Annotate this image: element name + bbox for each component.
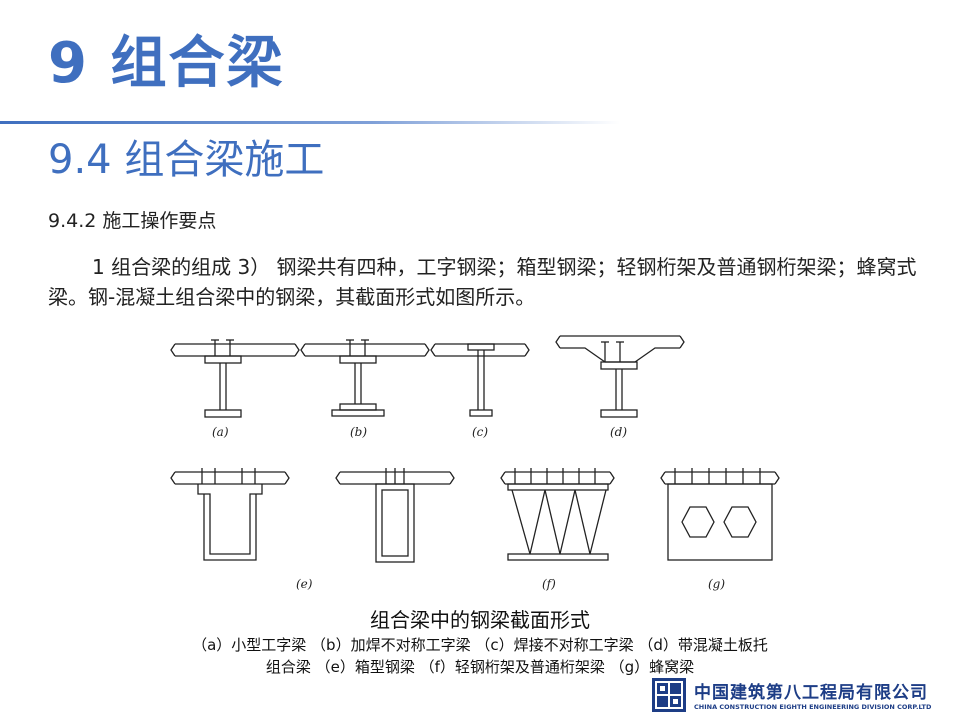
slide-title: 9 组合梁 bbox=[48, 31, 285, 96]
figure-label-e: (e) bbox=[296, 577, 313, 591]
company-logo: 中国建筑第八工程局有限公司 CHINA CONSTRUCTION EIGHTH … bbox=[652, 678, 952, 716]
beam-section-drawing: (a) (b) (c) (d) (e) (f) (g) bbox=[170, 335, 780, 591]
section-d-drawing bbox=[555, 335, 685, 418]
figure-label-d: (d) bbox=[610, 425, 627, 439]
figure-label-f: (f) bbox=[542, 577, 556, 591]
beam-section-figure: (a) (b) (c) (d) (e) (f) (g) bbox=[160, 322, 800, 600]
body-paragraph: 1 组合梁的组成 3） 钢梁共有四种，工字钢梁；箱型钢梁；轻钢桁架及普通钢桁架梁… bbox=[48, 252, 918, 312]
section-g-drawing bbox=[660, 468, 780, 561]
subsection-heading: 9.4.2 施工操作要点 bbox=[48, 210, 217, 232]
section-e-drawing bbox=[170, 468, 290, 561]
figure-label-b: (b) bbox=[350, 425, 367, 439]
body-paragraph-text: 1 组合梁的组成 3） 钢梁共有四种，工字钢梁；箱型钢梁；轻钢桁架及普通钢桁架梁… bbox=[48, 255, 917, 309]
cscec-logo-icon bbox=[652, 678, 686, 712]
figure-label-a: (a) bbox=[212, 425, 229, 439]
figure-label-c: (c) bbox=[472, 425, 488, 439]
section-title: 9.4 组合梁施工 bbox=[48, 137, 325, 183]
figure-label-g: (g) bbox=[708, 577, 725, 591]
section-c-drawing bbox=[430, 343, 530, 417]
figure-caption-line-2: 组合梁 （e）箱型钢梁 （f）轻钢桁架及普通桁架梁 （g）蜂窝梁 bbox=[265, 658, 695, 676]
section-e2-drawing bbox=[335, 468, 455, 563]
company-name-en: CHINA CONSTRUCTION EIGHTH ENGINEERING DI… bbox=[694, 703, 932, 711]
section-f-drawing bbox=[500, 468, 615, 561]
figure-caption-title: 组合梁中的钢梁截面形式 bbox=[370, 608, 590, 632]
figure-caption-line-1: （a）小型工字梁 （b）加焊不对称工字梁 （c）焊接不对称工字梁 （d）带混凝土… bbox=[192, 636, 768, 654]
section-b-drawing bbox=[300, 339, 430, 417]
section-a-drawing bbox=[170, 339, 300, 418]
company-name-cn: 中国建筑第八工程局有限公司 bbox=[694, 683, 928, 703]
title-divider bbox=[0, 121, 620, 124]
